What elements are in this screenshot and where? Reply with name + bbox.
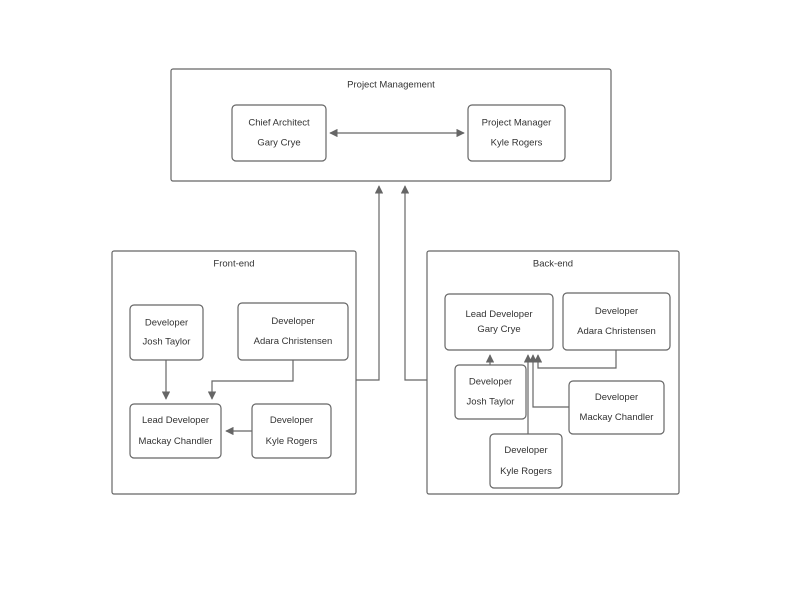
connector-conn-frontend-to-pm: [356, 185, 384, 381]
connector-conn-be-adara-to-lead: [533, 350, 617, 369]
node-role-be-dev-kyle: Developer: [504, 445, 547, 456]
node-name-be-dev-adara: Adara Christensen: [577, 326, 656, 337]
node-role-be-dev-adara: Developer: [595, 306, 638, 317]
node-role-be-dev-josh: Developer: [469, 377, 512, 388]
node-box-be-lead-gary[interactable]: [444, 293, 554, 351]
node-box-be-dev-adara[interactable]: [562, 292, 671, 351]
node-role-be-lead-gary: Lead Developer: [465, 309, 532, 320]
connector-conn-backend-to-pm: [400, 185, 427, 381]
node-name-chief-architect: Gary Crye: [257, 138, 300, 149]
node-role-project-manager: Project Manager: [482, 118, 552, 129]
connector-conn-be-mackay-to-lead: [528, 354, 569, 408]
node-name-be-dev-kyle: Kyle Rogers: [500, 466, 552, 477]
node-box-fe-lead-mackay[interactable]: [129, 403, 222, 459]
node-name-fe-lead-mackay: Mackay Chandler: [139, 436, 213, 447]
connectors-layer: [161, 128, 617, 436]
node-box-be-dev-mackay[interactable]: [568, 380, 665, 435]
node-box-fe-dev-adara[interactable]: [237, 302, 349, 361]
node-name-be-lead-gary: Gary Crye: [477, 324, 520, 335]
node-role-fe-dev-adara: Developer: [271, 316, 314, 327]
node-name-project-manager: Kyle Rogers: [491, 138, 543, 149]
node-role-fe-dev-kyle: Developer: [270, 415, 313, 426]
node-box-chief-architect[interactable]: [231, 104, 327, 162]
node-box-be-dev-kyle[interactable]: [489, 433, 563, 489]
node-box-project-manager[interactable]: [467, 104, 566, 162]
node-name-be-dev-mackay: Mackay Chandler: [580, 412, 654, 423]
node-role-chief-architect: Chief Architect: [248, 118, 310, 129]
node-box-fe-dev-josh[interactable]: [129, 304, 204, 361]
node-name-fe-dev-josh: Josh Taylor: [143, 337, 191, 348]
node-name-fe-dev-kyle: Kyle Rogers: [266, 436, 318, 447]
group-label-back-end: Back-end: [533, 259, 573, 270]
node-box-be-dev-josh[interactable]: [454, 364, 527, 420]
group-label-project-management: Project Management: [347, 80, 435, 91]
node-name-be-dev-josh: Josh Taylor: [467, 397, 515, 408]
node-role-fe-dev-josh: Developer: [145, 318, 188, 329]
connector-conn-fe-adara-to-lead: [207, 360, 294, 400]
node-name-fe-dev-adara: Adara Christensen: [254, 336, 333, 347]
node-role-fe-lead-mackay: Lead Developer: [142, 415, 209, 426]
group-label-front-end: Front-end: [213, 259, 254, 270]
node-box-fe-dev-kyle[interactable]: [251, 403, 332, 459]
node-role-be-dev-mackay: Developer: [595, 392, 638, 403]
